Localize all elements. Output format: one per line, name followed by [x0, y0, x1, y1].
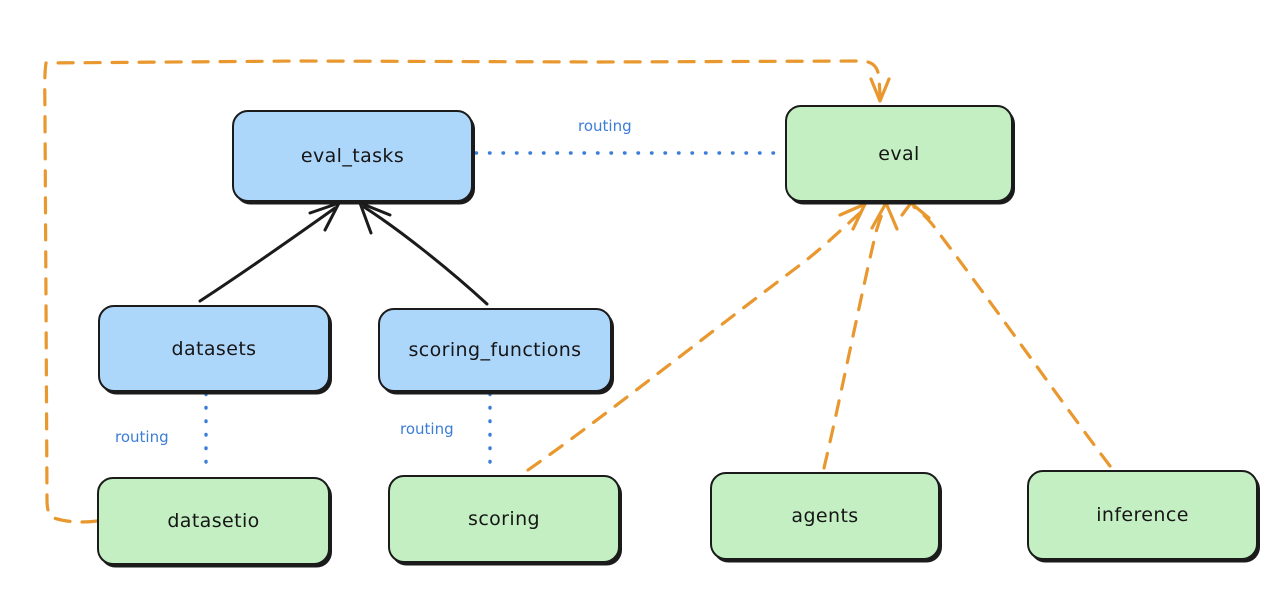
node-label: scoring	[468, 508, 540, 530]
node-agents[interactable]: agents	[710, 472, 940, 560]
edge-inference-eval	[900, 201, 1112, 468]
node-eval-tasks[interactable]: eval_tasks	[232, 110, 473, 202]
edge-label-routing-eval-tasks-eval: routing	[578, 117, 632, 135]
node-label: datasets	[171, 337, 257, 360]
edge-agents-eval	[822, 201, 899, 470]
node-label: agents	[791, 505, 859, 527]
node-scoring[interactable]: scoring	[388, 475, 620, 563]
node-label: eval_tasks	[300, 145, 405, 167]
node-label: scoring_functions	[408, 339, 582, 361]
node-datasets[interactable]: datasets	[98, 305, 330, 392]
node-scoring-functions[interactable]: scoring_functions	[378, 308, 612, 392]
edge-label-routing-scoring-functions-scoring: routing	[400, 420, 454, 438]
node-datasetio[interactable]: datasetio	[97, 477, 330, 565]
node-label: inference	[1096, 504, 1189, 526]
edge-label-routing-datasets-datasetio: routing	[115, 428, 169, 446]
node-eval[interactable]: eval	[785, 105, 1013, 202]
edge-scoring_functions-eval_tasks	[358, 201, 489, 306]
node-label: eval	[878, 142, 920, 165]
edge-datasets-eval_tasks	[198, 201, 341, 303]
node-label: datasetio	[167, 510, 260, 532]
node-inference[interactable]: inference	[1027, 470, 1258, 560]
